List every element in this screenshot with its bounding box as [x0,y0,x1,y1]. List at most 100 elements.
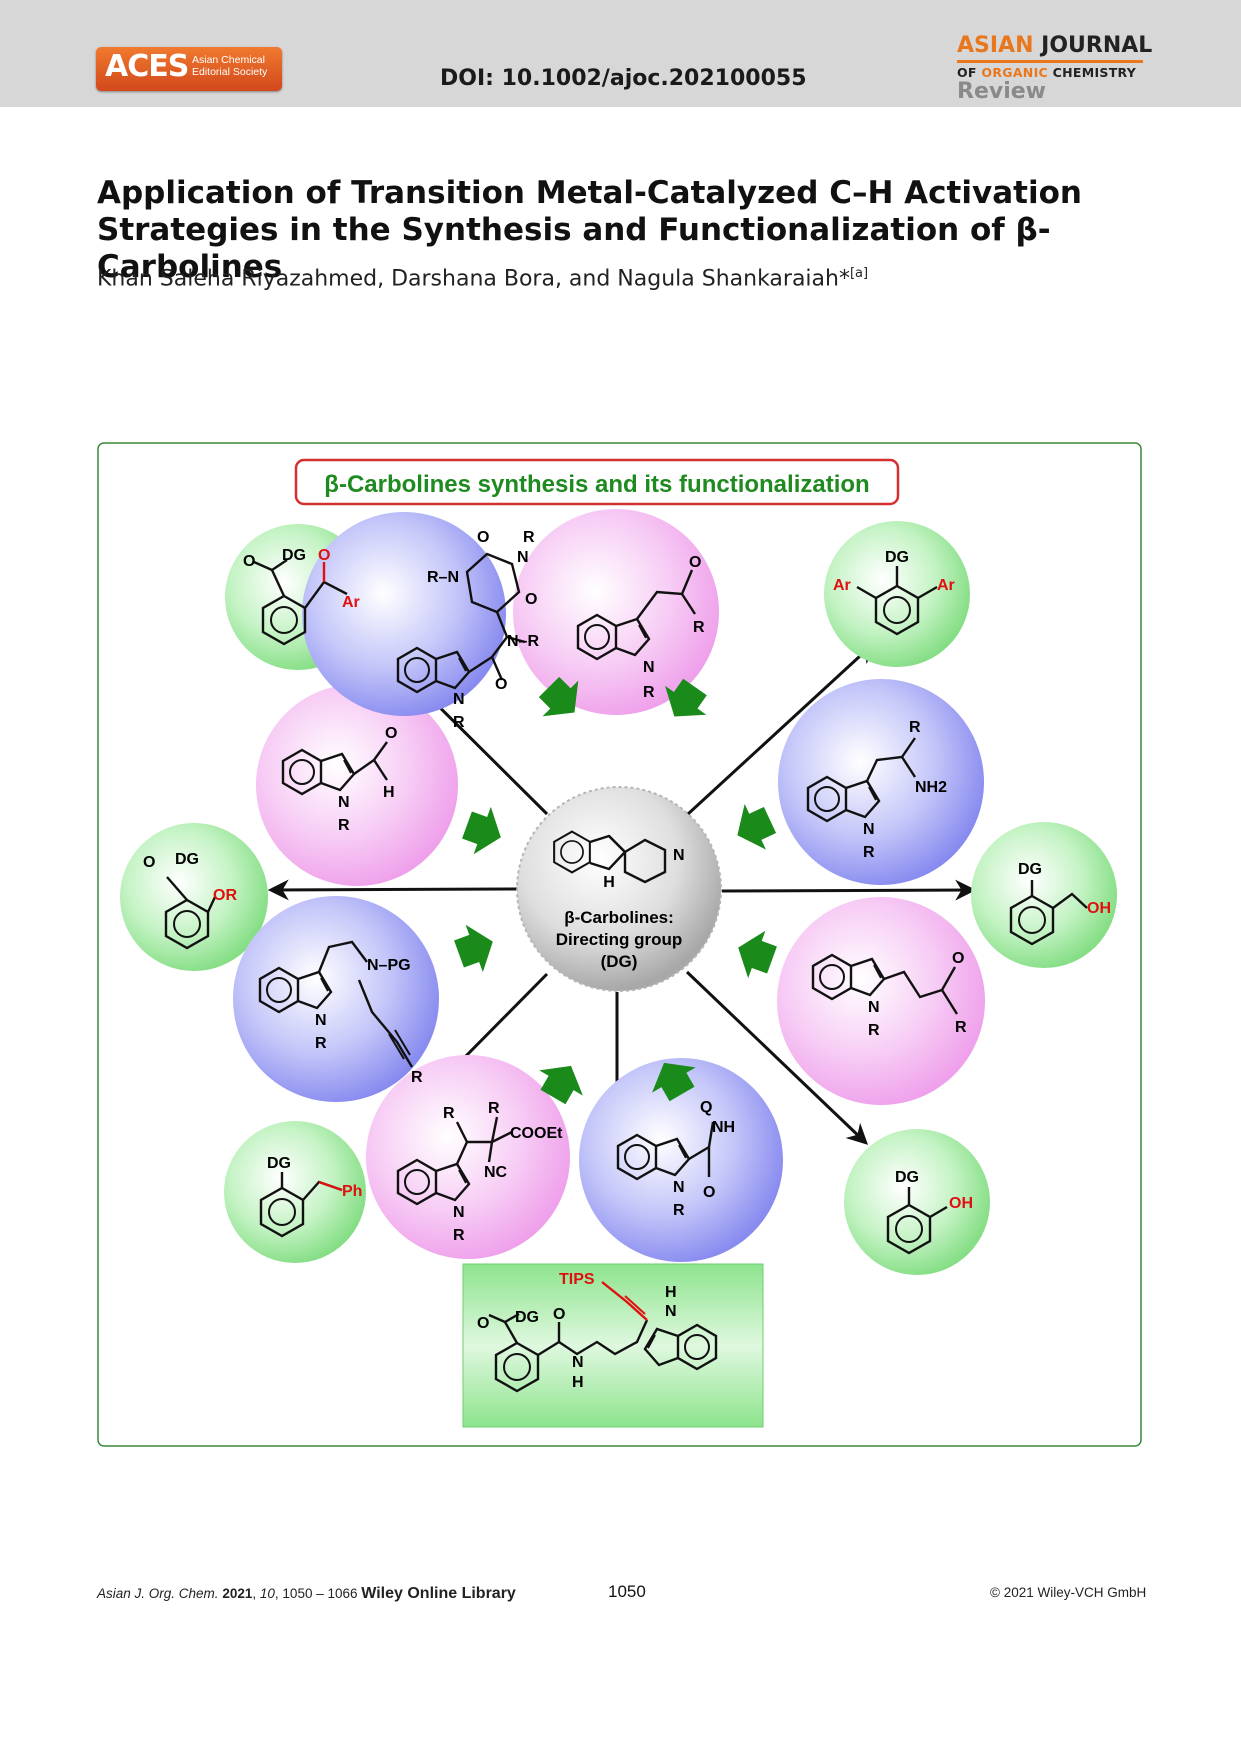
svg-text:N–PG: N–PG [367,957,411,974]
svg-text:H: H [572,1374,584,1391]
svg-text:R: R [868,1022,880,1039]
center-bubble [516,786,722,992]
svg-text:N: N [338,794,350,811]
journal-logo[interactable]: ASIAN JOURNAL OF ORGANIC CHEMISTRY Revie… [957,33,1152,104]
molecule-tryptamine: R NH2 N R [806,719,947,861]
aces-logo-word: ACES [105,49,189,84]
molecule-indole-enone: O R N R [811,950,967,1039]
svg-text:DG: DG [267,1155,291,1172]
svg-text:N: N [572,1354,584,1371]
molecule-indole-alkyne: N–PG R N R [258,940,423,1086]
author-list: Khan Saleha Riyazahmed, Darshana Bora, a… [97,266,868,291]
svg-text:O: O [952,950,964,967]
svg-text:DG: DG [895,1169,919,1186]
svg-text:O: O [495,676,507,693]
center-molecule: H N β-Carbolines: Directing group (DG) [553,830,685,971]
citation-year: 2021 [222,1586,253,1601]
svg-text:R: R [523,529,535,546]
journal-word-chemistry: CHEMISTRY [1052,65,1137,80]
svg-text:NH2: NH2 [915,779,947,796]
svg-text:R: R [443,1105,455,1122]
bubble-tryptamine [778,679,984,885]
aces-logo[interactable]: ACES Asian Chemical Editorial Society [96,47,282,91]
molecule-hydroxyl: DG OH [886,1169,973,1255]
svg-text:O: O [689,554,701,571]
journal-word-of: OF [957,65,977,80]
svg-text:Ar: Ar [342,594,360,611]
molecule-ether: O DG OR [143,851,237,950]
svg-text:DG: DG [175,851,199,868]
journal-word-organic: ORGANIC [981,65,1048,80]
molecule-diaryl: DG Ar Ar [833,549,955,636]
svg-text:N–R: N–R [507,633,539,650]
svg-text:Ar: Ar [937,577,955,594]
svg-text:OH: OH [949,1195,973,1212]
doi-text[interactable]: DOI: 10.1002/ajoc.202100055 [440,66,807,91]
svg-text:Q: Q [700,1099,712,1116]
svg-text:N: N [315,1012,327,1029]
citation-volume: 10 [259,1586,275,1601]
svg-text:R: R [643,684,655,701]
svg-text:O: O [143,854,155,871]
svg-text:R: R [338,817,350,834]
authors-text: Khan Saleha Riyazahmed, Darshana Bora, a… [97,266,850,292]
svg-text:COOEt: COOEt [510,1125,563,1142]
molecule-ketone-aryl: O DG O Ar [243,547,360,646]
wiley-online-library-link[interactable]: Wiley Online Library [361,1585,516,1602]
svg-text:N: N [665,1303,677,1320]
bubble-indole-uracil [302,512,506,716]
journal-rule [957,60,1143,63]
bubble-diaryl [824,521,970,667]
svg-text:DG: DG [515,1309,539,1326]
center-label-1: β-Carbolines: [564,908,674,927]
bubble-hydroxymethyl [971,822,1117,968]
molecule-indole-isocyanide: R R COOEt NC N R [396,1100,563,1244]
figure-banner-box [294,458,900,506]
product-box [462,1263,764,1428]
article-title: Application of Transition Metal-Catalyze… [97,175,1157,286]
aces-logo-subtitle: Asian Chemical Editorial Society [192,54,278,78]
molecule-styryl: DG Ph [259,1155,362,1238]
svg-text:R: R [863,844,875,861]
bubble-indole-ketone [513,509,719,715]
svg-text:N: N [863,821,875,838]
svg-text:N: N [453,1204,465,1221]
svg-text:NC: NC [484,1164,508,1181]
svg-text:DG: DG [1018,861,1042,878]
bubble-ether [120,823,268,971]
svg-text:R: R [453,1227,465,1244]
svg-text:O: O [318,547,330,564]
molecule-indole-ketone: O R N R [576,554,705,701]
title-line-2: Strategies in the Synthesis and Function… [97,212,1051,285]
bubble-indole-aldehyde [256,684,458,886]
affiliation-mark[interactable]: [a] [849,266,869,281]
journal-abbrev: Asian J. Org. Chem. [97,1586,219,1601]
journal-word-asian: ASIAN [957,33,1034,58]
svg-text:TIPS: TIPS [559,1271,595,1288]
molecule-alkynyl-tryptamine-amide: O DG O N H TIPS H N [477,1271,718,1393]
center-n: N [673,847,685,864]
citation-pages: 1050 – 1066 [282,1586,358,1601]
bubble-hydroxyl [844,1129,990,1275]
svg-text:O: O [553,1306,565,1323]
svg-text:N: N [643,659,655,676]
svg-text:N: N [868,999,880,1016]
graphical-abstract: β-Carbolines synthesis and its functiona… [97,442,1142,1447]
svg-text:DG: DG [282,547,306,564]
svg-text:R: R [673,1202,685,1219]
svg-text:R: R [693,619,705,636]
section-label: Review [957,79,1046,104]
svg-text:N: N [673,1179,685,1196]
figure-banner: β-Carbolines synthesis and its functiona… [324,471,869,498]
svg-text:R: R [909,719,921,736]
bubble-indole-alkyne [233,896,439,1102]
svg-text:O: O [703,1184,715,1201]
svg-text:O: O [525,591,537,608]
copyright: © 2021 Wiley-VCH GmbH [990,1585,1147,1600]
svg-text:Ar: Ar [833,577,851,594]
svg-text:R–N: R–N [427,569,459,586]
svg-text:R: R [315,1035,327,1052]
svg-text:O: O [385,725,397,742]
svg-text:OH: OH [1087,900,1111,917]
svg-text:OR: OR [213,887,237,904]
